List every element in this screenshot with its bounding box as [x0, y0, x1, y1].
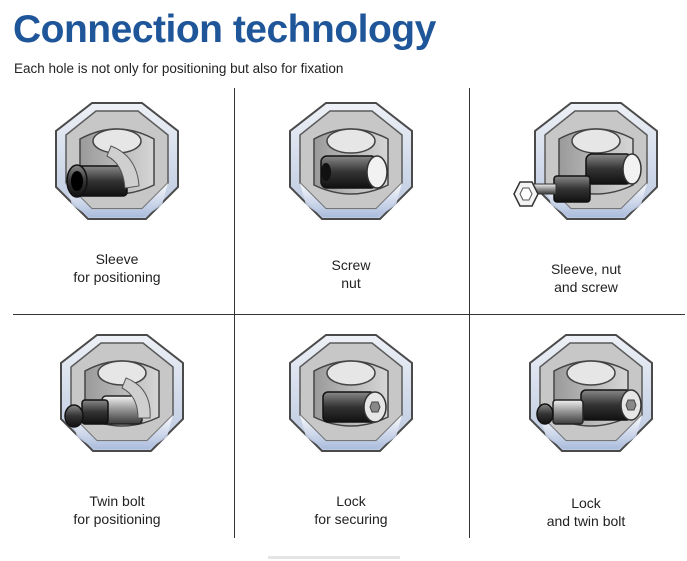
connection-label-line1: Sleeve	[95, 251, 139, 267]
connection-label-line1: Lock	[571, 495, 601, 511]
page-title: Connection technology	[13, 8, 436, 51]
connection-label-line1: Screw	[331, 257, 371, 273]
twin-bolt-icon	[60, 334, 184, 452]
connection-label-line2: nut	[341, 275, 361, 291]
connection-label-line2: for positioning	[73, 269, 161, 285]
lock-twin-bolt-icon	[529, 334, 653, 452]
page-footer-bar	[268, 556, 400, 559]
connection-label-line1: Twin bolt	[89, 493, 145, 509]
sleeve-icon	[55, 102, 179, 220]
screw-nut-icon	[289, 102, 413, 220]
connection-label-line1: Lock	[336, 493, 366, 509]
connection-item-sleeve: Sleeve for positioning	[2, 96, 232, 306]
connection-item-screw-nut: Screw nut	[236, 96, 466, 306]
grid-divider-horizontal	[13, 314, 685, 315]
connection-label-line2: for positioning	[73, 511, 161, 527]
connection-item-lock: Lock for securing	[236, 328, 466, 538]
lock-icon	[289, 334, 413, 452]
connection-item-twin-bolt: Twin bolt for positioning	[2, 328, 232, 538]
connection-label-line2: and screw	[554, 279, 618, 295]
connection-label-line2: and twin bolt	[546, 513, 626, 529]
connection-item-sleeve-nut-screw: Sleeve, nut and screw	[471, 96, 687, 306]
grid-divider-vertical-2	[469, 88, 470, 538]
grid-divider-vertical-1	[234, 88, 235, 538]
connection-label-line2: for securing	[314, 511, 388, 527]
sleeve-nut-screw-icon	[513, 102, 658, 220]
connection-label-line1: Sleeve, nut	[550, 261, 622, 277]
page-subtitle: Each hole is not only for positioning bu…	[14, 61, 344, 76]
connection-item-lock-twin-bolt: Lock and twin bolt	[471, 328, 687, 538]
